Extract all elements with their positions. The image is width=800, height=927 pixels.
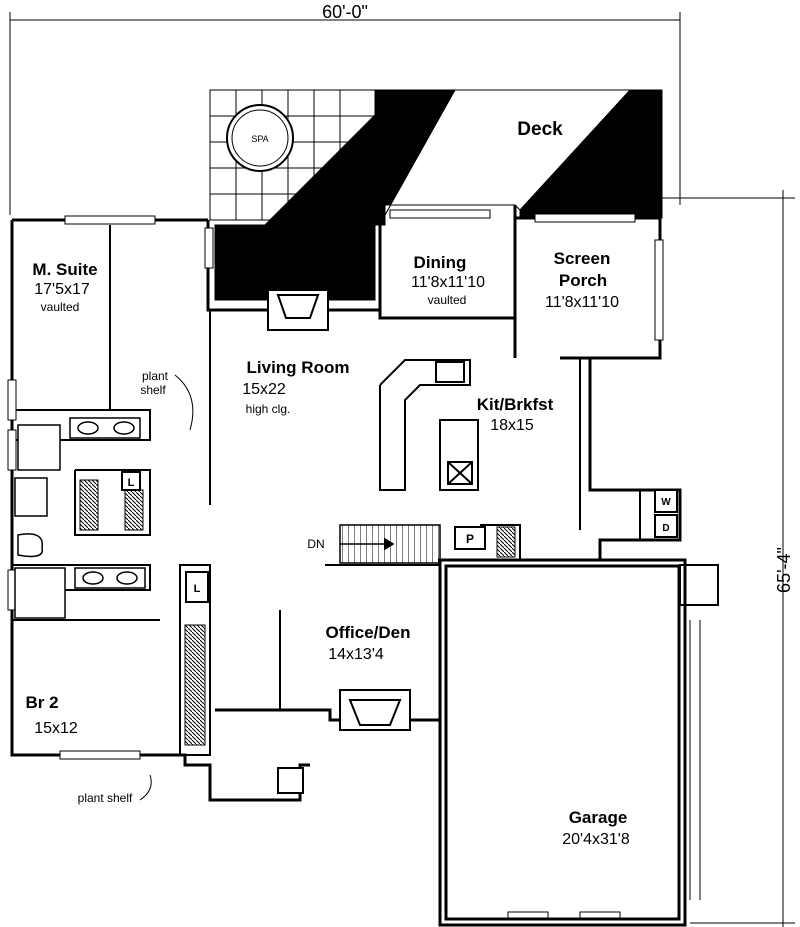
- screen-porch-label-2: Porch: [559, 271, 607, 290]
- living-room-size: 15x22: [242, 381, 286, 398]
- width-dimension: 60'-0": [322, 2, 368, 22]
- living-room-label: Living Room: [247, 358, 350, 377]
- master-suite-label: M. Suite: [32, 260, 97, 279]
- depth-dimension: 65'-4": [774, 547, 794, 593]
- garage-details: [507, 564, 719, 921]
- dining-size: 11'8x11'10: [411, 274, 485, 291]
- windows: [7, 209, 664, 760]
- dining-note: vaulted: [428, 293, 467, 307]
- bath-fixtures: [14, 417, 146, 619]
- interior-walls: [12, 225, 641, 756]
- screen-porch-size: 11'8x11'10: [545, 294, 619, 311]
- kitchen-counters: [379, 359, 479, 491]
- stair-label: DN: [307, 537, 324, 551]
- bedroom2-size: 15x12: [34, 720, 78, 737]
- plant-shelf-lower-label: plant shelf: [78, 791, 133, 805]
- master-suite-size: 17'5x17: [34, 281, 90, 298]
- deck-tile-area: [209, 89, 376, 221]
- plant-shelf-arc: [174, 374, 194, 431]
- stairs: [339, 524, 441, 564]
- fireplaces: [267, 289, 411, 731]
- screen-porch-label-1: Screen: [554, 249, 611, 268]
- deck-label: Deck: [517, 119, 563, 140]
- small-storage-boxes: [121, 471, 678, 794]
- dining-label: Dining: [414, 253, 467, 272]
- master-suite-note: vaulted: [41, 300, 80, 314]
- linen-label-2: L: [194, 583, 201, 595]
- closet-shelves: [79, 479, 516, 746]
- dryer-label: D: [662, 523, 669, 534]
- plant-shelf-label-2: shelf: [140, 383, 166, 397]
- deck-boards: [214, 89, 663, 301]
- office-size: 14x13'4: [328, 646, 384, 663]
- living-room-note: high clg.: [246, 402, 291, 416]
- plant-shelf-label-1: plant: [142, 369, 169, 383]
- kitchen-size: 18x15: [490, 417, 534, 434]
- garage-label: Garage: [569, 808, 628, 827]
- bedroom2-label: Br 2: [25, 693, 58, 712]
- plant-shelf-lower-arc: [139, 774, 152, 801]
- office-label: Office/Den: [325, 623, 410, 642]
- linen-label-1: L: [128, 477, 135, 489]
- pantry-label: P: [466, 532, 474, 546]
- dimension-lines: [9, 12, 795, 927]
- garage-size: 20'4x31'8: [562, 831, 630, 848]
- spa-label: SPA: [251, 134, 268, 144]
- kitchen-label: Kit/Brkfst: [477, 395, 554, 414]
- washer-label: W: [661, 497, 671, 508]
